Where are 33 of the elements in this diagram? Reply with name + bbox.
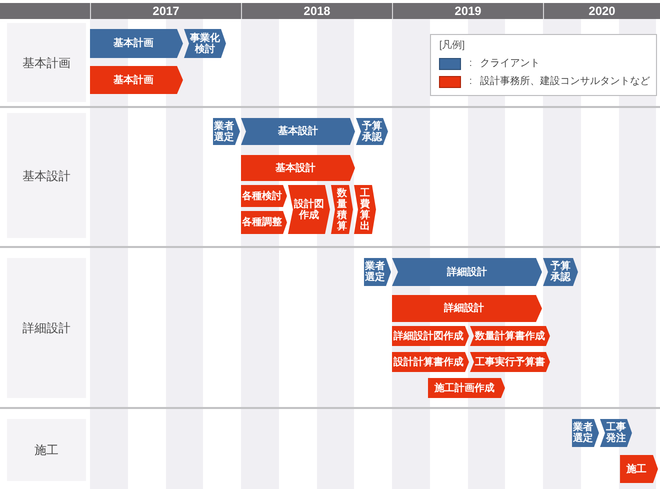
task-bar: 基本設計	[241, 155, 355, 181]
legend-separator: :	[469, 57, 472, 71]
row-label-box: 詳細設計	[7, 258, 86, 398]
task-bar: 基本計画	[90, 66, 183, 94]
task-bar: 施工計画作成	[428, 378, 505, 398]
row-label-box: 施工	[7, 419, 86, 481]
year-header-cell: 2018	[241, 3, 392, 19]
task-bar: 業者選定	[572, 419, 599, 447]
task-bar: 施工	[620, 455, 658, 483]
year-header-cell: 2019	[392, 3, 543, 19]
task-bar: 予算承認	[356, 118, 388, 145]
year-header-cell: 2017	[90, 3, 241, 19]
task-bar: 工事発注	[600, 419, 632, 447]
task-bar: 業者選定	[364, 258, 391, 286]
task-bar: 設計計算書作成	[392, 352, 469, 372]
legend-separator: :	[469, 75, 472, 89]
task-bar: 詳細設計	[392, 295, 542, 322]
task-bar: 詳細設計図作成	[392, 326, 469, 346]
task-bar: 数量計算書作成	[470, 326, 550, 346]
row-label-box: 基本設計	[7, 113, 86, 238]
legend-text: 設計事務所、建設コンサルタントなど	[480, 74, 650, 89]
task-bar: 事業化検討	[184, 29, 226, 58]
row-label-box: 基本計画	[7, 23, 86, 102]
task-bar: 予算承認	[543, 258, 578, 286]
legend-text: クライアント	[480, 57, 540, 71]
task-bar: 業者選定	[213, 118, 240, 145]
task-bar: 数量積算	[331, 185, 353, 234]
year-header-cell: 2020	[543, 3, 660, 19]
legend-title: [凡例]	[439, 39, 465, 53]
task-bar: 工費算出	[354, 185, 376, 234]
task-bar: 工事実行予算書	[470, 352, 550, 372]
task-bar: 各種検討	[241, 185, 287, 207]
task-bar: 各種調整	[241, 211, 287, 234]
